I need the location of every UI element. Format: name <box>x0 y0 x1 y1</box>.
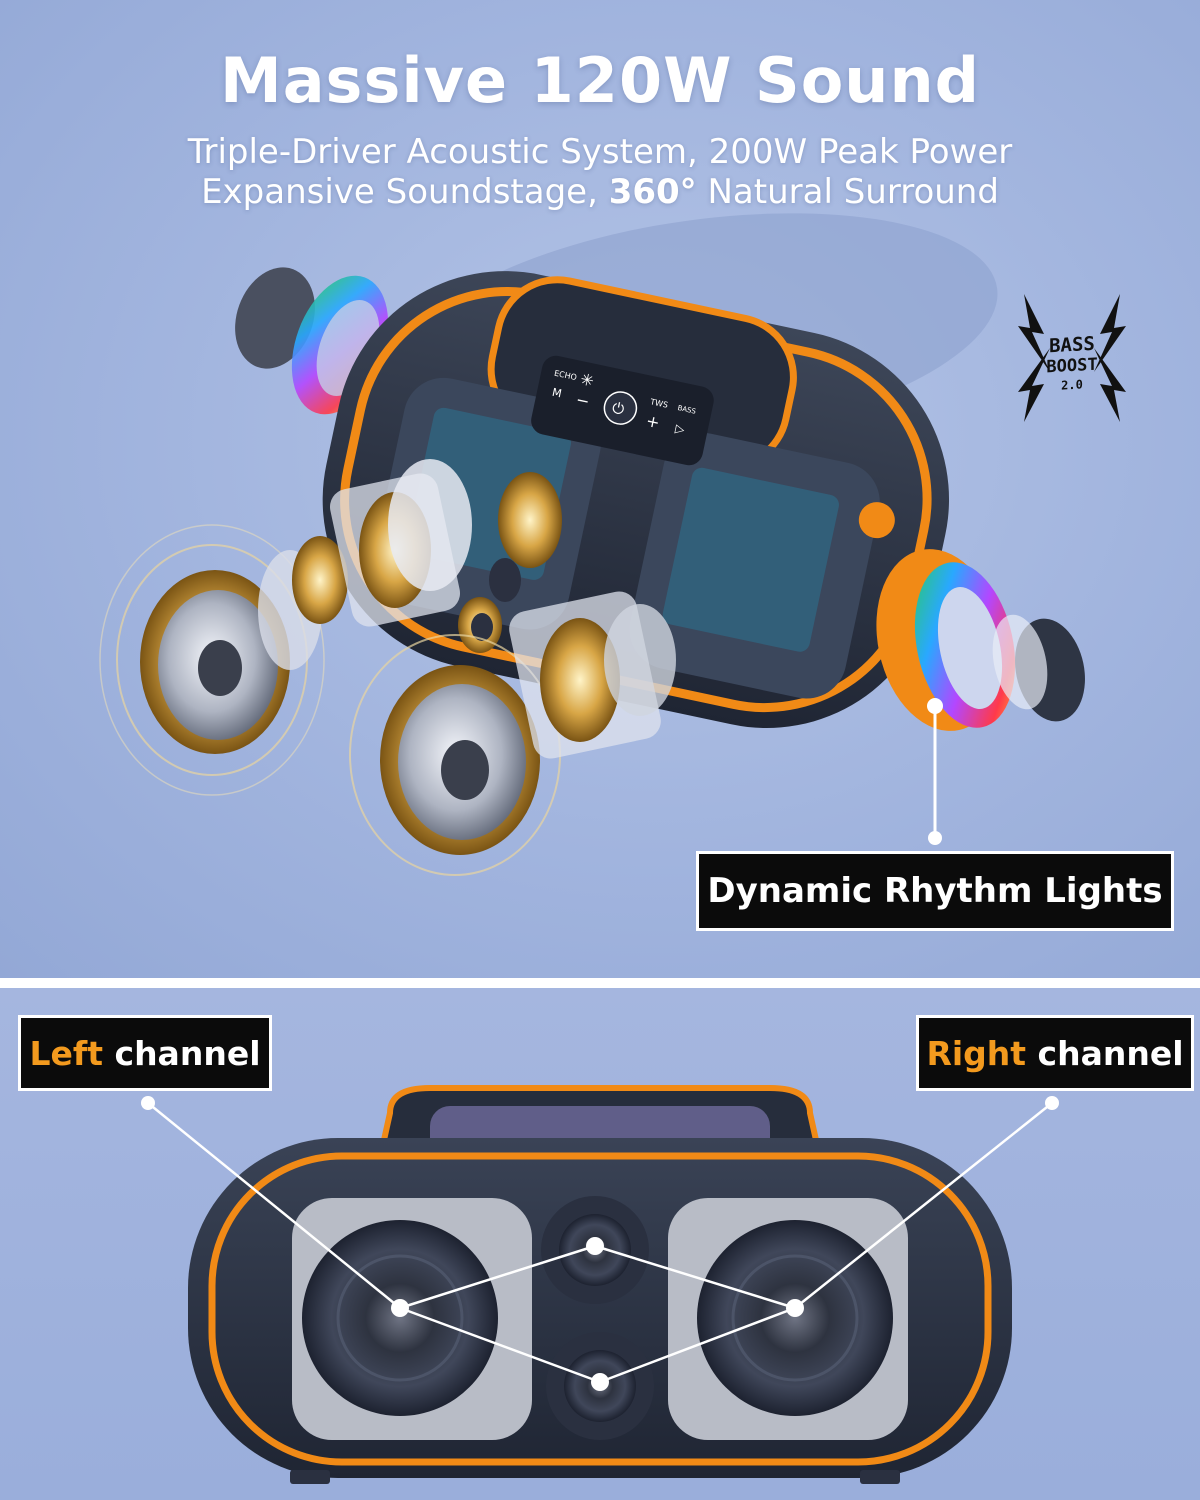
tws-button-label: TWS <box>648 397 668 410</box>
left-end-cap <box>235 267 389 415</box>
exploded-drivers <box>99 459 676 876</box>
control-panel: ECHO M ✳ − ⏻ TWS + BASS ▷ <box>531 355 714 466</box>
rhythm-lights-end-dot <box>928 831 942 845</box>
right-end-light-ring <box>876 549 1085 731</box>
left-channel-accent: Left <box>29 1033 104 1073</box>
right-channel-accent: Right <box>926 1033 1027 1073</box>
subtitle-line-2-prefix: Expansive Soundstage, <box>201 172 609 212</box>
rhythm-lights-anchor-dot <box>927 698 943 714</box>
front-speaker-illustration <box>141 1085 1059 1484</box>
exploded-speaker-illustration: ECHO M ✳ − ⏻ TWS + BASS ▷ <box>99 213 1085 876</box>
right-channel-text: channel <box>1026 1033 1184 1073</box>
channel-anchor-dots <box>141 1096 1059 1391</box>
right-channel-callout: Right channel <box>916 1015 1194 1091</box>
power-icon: ⏻ <box>611 399 626 419</box>
subtitle-line-2-bold: 360° <box>608 172 697 212</box>
left-woofer <box>302 1220 498 1416</box>
bass-button-label: BASS <box>677 404 697 416</box>
bass-boost-badge: BASS BOOST 2.0 <box>1010 292 1134 424</box>
left-channel-callout: Left channel <box>18 1015 272 1091</box>
channel-panel: Left channel Right channel <box>0 988 1200 1500</box>
mode-button-label: M <box>551 386 563 401</box>
page-title: Massive 120W Sound <box>220 44 980 117</box>
power-button[interactable] <box>601 389 639 427</box>
subtitle-line-2-suffix: Natural Surround <box>696 172 999 212</box>
minus-icon: − <box>574 390 591 411</box>
light-icon: ✳ <box>579 369 596 390</box>
subtitle-line-1: Triple-Driver Acoustic System, 200W Peak… <box>187 132 1013 172</box>
subtitle-line-2: Expansive Soundstage, 360° Natural Surro… <box>0 172 1200 212</box>
right-woofer <box>697 1220 893 1416</box>
rhythm-lights-callout: Dynamic Rhythm Lights <box>696 851 1174 931</box>
hero-panel: ECHO M ✳ − ⏻ TWS + BASS ▷ <box>0 0 1200 978</box>
left-channel-text: channel <box>103 1033 261 1073</box>
plus-icon: + <box>644 411 661 432</box>
lightning-bolt-icon <box>1018 294 1126 422</box>
channel-leader-lines <box>147 1102 1053 1384</box>
play-icon: ▷ <box>674 421 687 437</box>
